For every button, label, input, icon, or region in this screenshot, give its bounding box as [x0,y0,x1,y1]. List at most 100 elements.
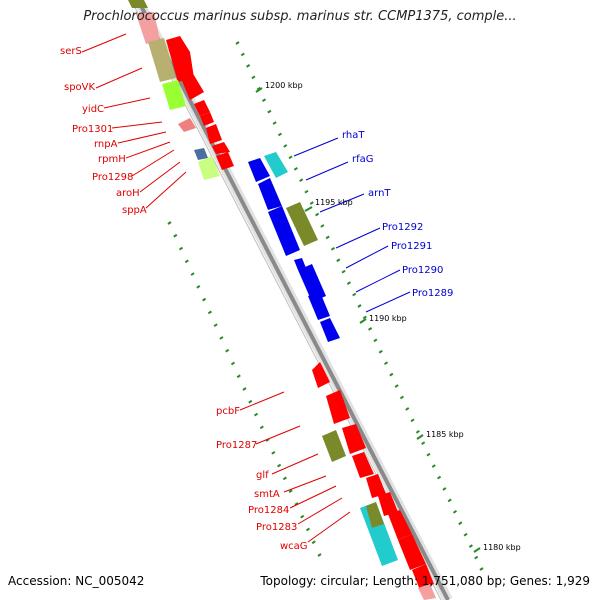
scale-tick [479,567,484,571]
scale-tick [265,438,270,442]
scale-tick [248,399,253,404]
gene-bottom-red-3[interactable] [412,564,434,590]
gene-rpmh-red[interactable] [200,112,214,126]
scale-tick [474,555,479,560]
left-gene-labels: serS spoVK yidC Pro1301 rnpA rpmH Pro129… [60,33,351,552]
scale-tick [196,285,201,289]
gene-pro1290-blue[interactable] [308,292,330,320]
gene-pro1289-blue[interactable] [320,318,340,342]
inner-tick-dots [167,221,322,557]
scale-tick [463,532,468,537]
label-pro1284: Pro1284 [248,505,289,516]
label-pcbf: pcbF [216,406,240,417]
gene-rhat-cyan[interactable] [264,152,288,178]
gene-glf-olive[interactable] [322,430,346,462]
scale-tick [202,297,207,302]
tick-label-1185: 1185 kbp [426,430,464,439]
gene-wcag-olive[interactable] [366,502,384,528]
gene-glf-red[interactable] [342,424,366,454]
scale-tick-dots [235,41,484,571]
gene-bottom-red-2[interactable] [398,534,426,570]
gene-pro1298-red[interactable] [206,124,222,144]
scale-tick [184,259,189,264]
scale-tick [277,132,282,137]
gene-pro1301-red[interactable] [194,100,210,116]
label-rhat: rhaT [342,130,365,141]
gene-bottom-pink[interactable] [418,584,436,600]
gene-smta-red[interactable] [352,452,374,478]
scale-tick [405,407,410,411]
gene-pro1283-red[interactable] [378,492,398,516]
gene-yidc-lime[interactable] [162,80,186,110]
page-title: Prochlorococcus marinus subsp. marinus s… [83,9,517,24]
gene-rhat-blue[interactable] [248,158,270,182]
scale-tick [431,464,436,468]
gene-sppa-red[interactable] [216,152,234,170]
scale-tick [442,487,447,491]
gene-rnpa-pink[interactable] [178,118,196,132]
scale-tick [251,75,256,80]
gene-rfag-blue[interactable] [258,178,282,210]
reverse-strand-genes [128,0,436,600]
gene-sers-pink[interactable] [136,12,160,44]
scale-tick [236,374,241,379]
scale-tick [362,315,367,320]
scale-tick [458,521,463,526]
label-smta: smtA [254,489,280,500]
gene-bottom-red-1[interactable] [388,510,412,540]
tick-label-1195: 1195 kbp [315,198,353,207]
scale-tick [373,338,378,343]
label-pro1292: Pro1292 [382,222,423,233]
scale-tick [225,348,230,353]
label-pro1301: Pro1301 [72,124,113,135]
right-gene-labels: rhaT rfaG arnT Pro1292 Pro1291 Pro1290 P… [293,130,453,313]
scale-tick [219,336,224,340]
scale-tick [173,233,178,238]
scale-tick [283,144,288,148]
scale-tick [242,387,247,391]
label-aroh: aroH [116,188,140,199]
scale-tick [336,258,341,263]
gene-pro1284-red[interactable] [366,474,386,498]
scale-tick [294,502,299,506]
scale-tick [410,418,415,423]
scale-tick [167,221,172,225]
scale-tick [341,269,346,274]
gene-sppa-lime[interactable] [198,156,220,180]
scale-tick [421,441,426,446]
scale-tick [293,166,298,171]
forward-strand-genes [248,152,340,342]
scale-tick [325,235,330,240]
scale-tick [253,412,259,417]
gene-arnt-olive[interactable] [286,202,318,246]
scale-tick [304,189,309,194]
gene-pcbf-red[interactable] [312,362,330,388]
gene-sers-olive[interactable] [148,38,176,82]
scale-tick [246,64,251,68]
gene-aroh-blue[interactable] [194,148,208,160]
label-pro1291: Pro1291 [391,241,432,252]
gene-pro1292-blue[interactable] [294,258,306,270]
accession-text: Accession: NC_005042 [8,574,145,588]
gene-top-olive[interactable] [128,0,148,8]
label-pro1289: Pro1289 [412,288,453,299]
scale-tick [426,452,431,457]
gene-spovk-red[interactable] [166,36,194,82]
scale-tick [378,349,383,354]
scale-tick [399,395,404,400]
scale-tick [330,246,336,251]
scale-tick [357,304,362,308]
gene-yidc-red[interactable] [180,72,204,100]
scale-tick [315,212,320,217]
gene-pro1287-red[interactable] [326,390,350,424]
topology-text: Topology: circular; Length: 1,751,080 bp… [260,574,590,588]
scale-tick [311,540,316,545]
gene-aroh-red[interactable] [212,142,230,154]
label-pro1298: Pro1298 [92,172,133,183]
gene-arnt-blue[interactable] [268,206,300,256]
label-rfag: rfaG [352,154,374,165]
label-sppa: sppA [122,205,147,216]
scale-tick [271,451,276,455]
scale-tick [299,178,304,183]
